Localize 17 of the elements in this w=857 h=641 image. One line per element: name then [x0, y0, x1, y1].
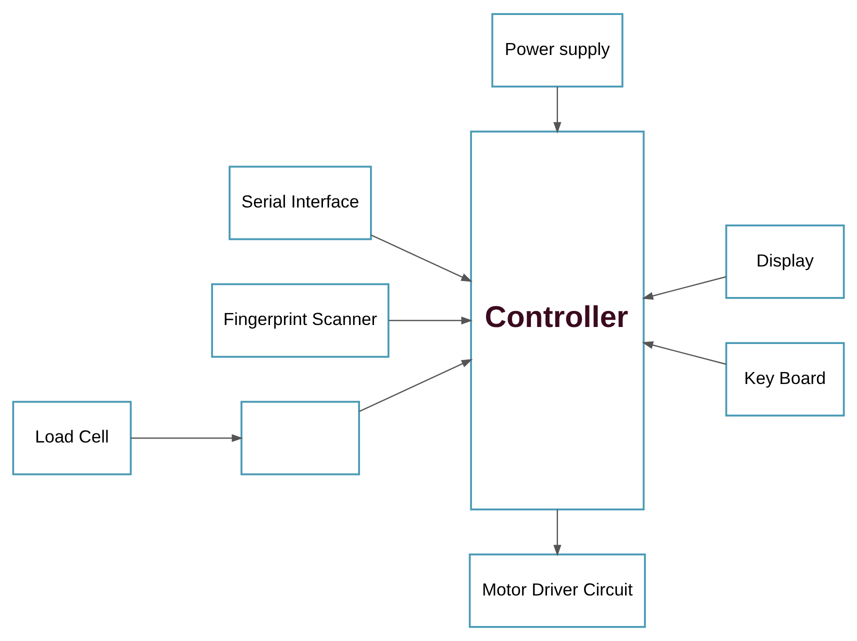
arrow — [642, 341, 726, 365]
node-box: Display — [725, 224, 845, 299]
node-box: Load Cell — [12, 400, 132, 476]
arrow — [553, 510, 562, 556]
node-box: Key Board — [725, 342, 845, 417]
arrow — [359, 359, 473, 412]
node-box — [240, 400, 360, 476]
node-box: Serial Interface — [228, 166, 372, 240]
node-box: Fingerprint Scanner — [211, 283, 390, 358]
node-box: Controller — [470, 130, 645, 510]
node-box: Motor Driver Circuit — [468, 554, 646, 628]
arrow — [388, 316, 473, 324]
arrow — [642, 276, 726, 300]
arrow — [370, 234, 472, 282]
arrow — [130, 434, 244, 442]
node-box: Power supply — [491, 13, 624, 88]
arrow — [553, 86, 562, 134]
